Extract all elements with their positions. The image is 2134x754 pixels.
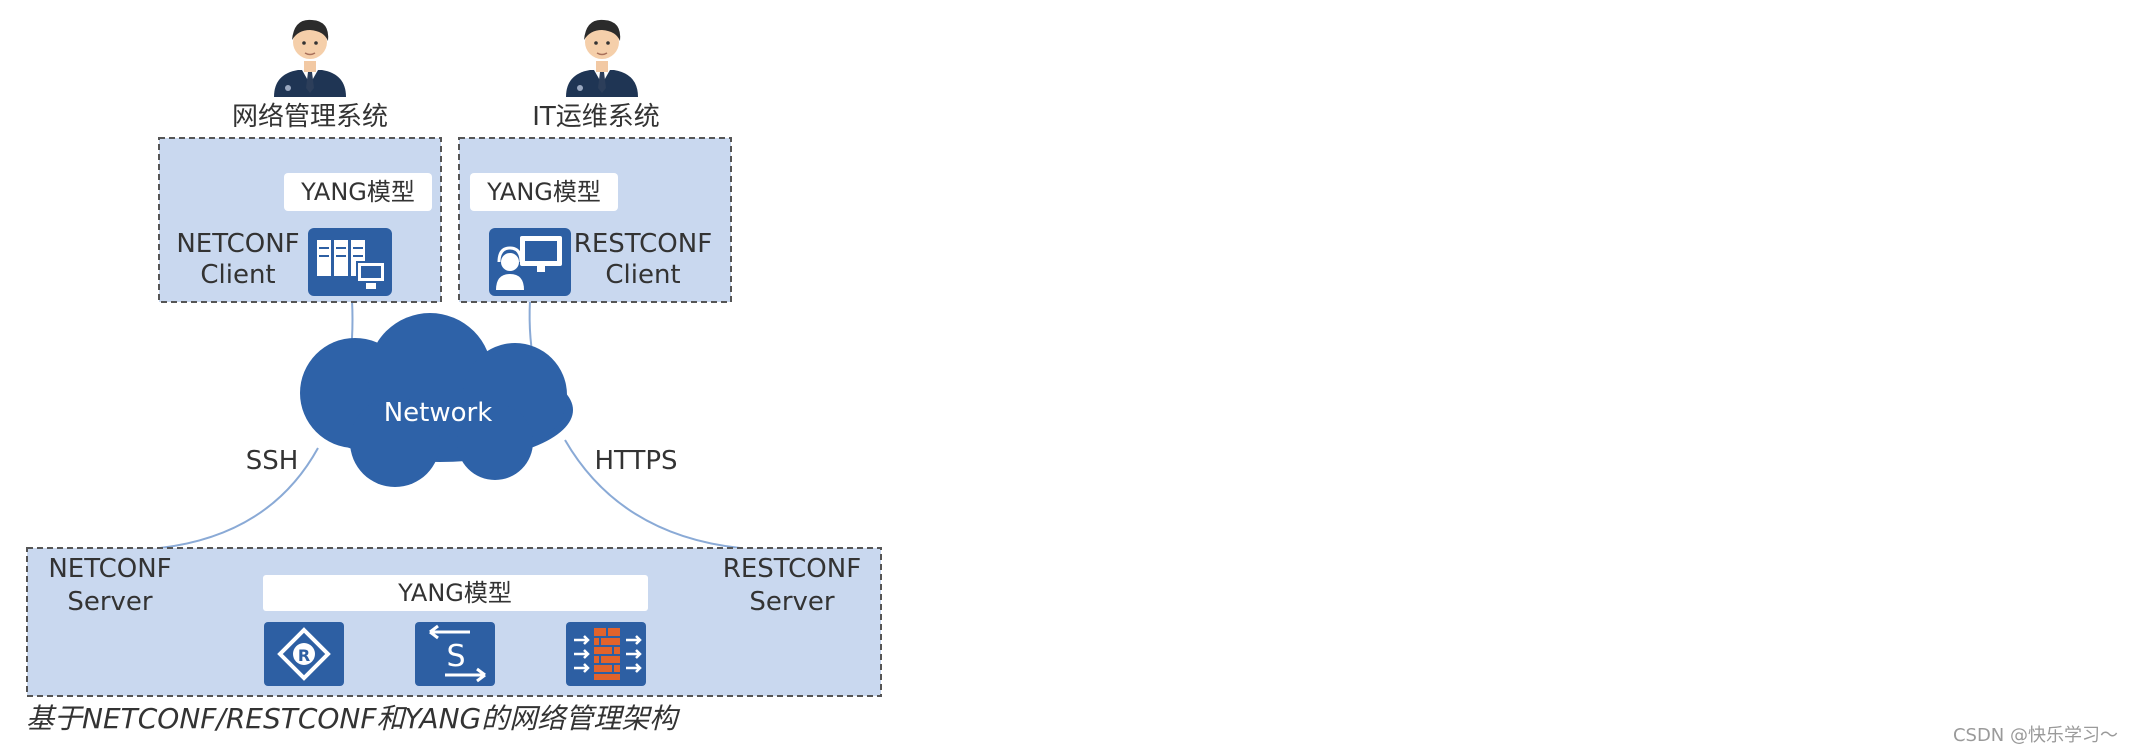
network-management-system-label: 网络管理系统 bbox=[232, 102, 388, 132]
network-label: Network bbox=[384, 398, 493, 428]
svg-text:S: S bbox=[446, 639, 465, 674]
restconf-server-subtitle: Server bbox=[749, 587, 835, 617]
yang-model-label: YANG模型 bbox=[300, 178, 415, 206]
netconf-client-box: YANG模型 NETCONF Client bbox=[158, 137, 442, 303]
it-operations-system-label: IT运维系统 bbox=[532, 102, 660, 132]
yang-model-label: YANG模型 bbox=[397, 579, 512, 607]
yang-model-tag bbox=[470, 173, 618, 211]
server-rack-icon bbox=[308, 228, 392, 296]
csdn-watermark: CSDN @快乐学习～ bbox=[1952, 725, 2118, 746]
ssh-protocol-label: SSH bbox=[246, 446, 299, 476]
firewall-icon bbox=[566, 622, 646, 686]
yang-model-tag bbox=[284, 173, 432, 211]
ssh-link-line bbox=[159, 447, 319, 549]
figure-caption: 基于NETCONF/RESTCONF和YANG的网络管理架构 bbox=[26, 702, 678, 735]
svg-text:R: R bbox=[298, 646, 310, 665]
yang-model-bar bbox=[263, 575, 648, 611]
yang-model-label: YANG模型 bbox=[486, 178, 601, 206]
user-avatar-right bbox=[566, 19, 638, 97]
router-icon: R bbox=[264, 622, 344, 686]
user-avatar-left bbox=[274, 19, 346, 97]
server-area-box: NETCONF Server RESTCONF Server YANG模型 R … bbox=[26, 547, 882, 697]
restconf-server-title: RESTCONF bbox=[723, 554, 861, 584]
netconf-server-title: NETCONF bbox=[48, 554, 171, 584]
https-protocol-label: HTTPS bbox=[594, 446, 677, 476]
restconf-client-box: YANG模型 RESTCONF Client bbox=[458, 137, 732, 303]
netconf-server-subtitle: Server bbox=[67, 587, 153, 617]
https-link-line bbox=[564, 439, 741, 549]
restconf-client-subtitle: Client bbox=[605, 260, 680, 290]
restconf-client-title: RESTCONF bbox=[574, 229, 712, 259]
network-cloud bbox=[300, 313, 573, 487]
netconf-client-subtitle: Client bbox=[200, 260, 275, 290]
operator-workstation-icon bbox=[489, 228, 571, 296]
switch-icon: S bbox=[415, 622, 495, 686]
netconf-client-title: NETCONF bbox=[176, 229, 299, 259]
